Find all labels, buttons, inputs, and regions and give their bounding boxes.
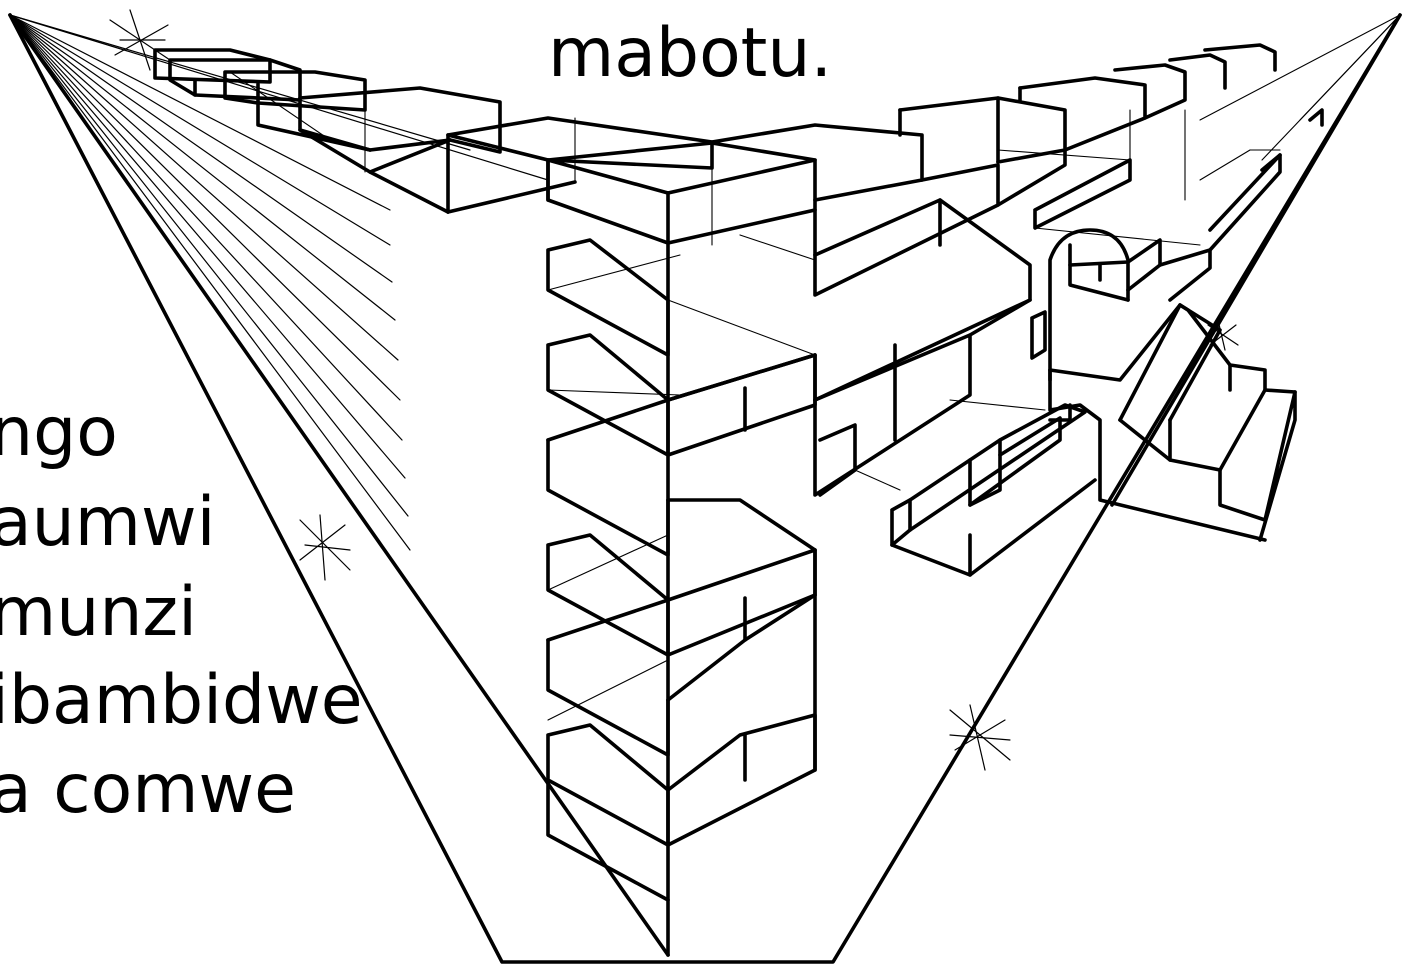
- text-line-5: a comwe: [0, 750, 296, 829]
- text-line-4: ibambidwe: [0, 661, 363, 740]
- right-building: [813, 43, 1324, 497]
- low-walls: [854, 399, 1097, 577]
- vanishing-rays-right: [1199, 14, 1401, 301]
- text-line-3: munzi: [0, 573, 197, 652]
- title-text: mabotu.: [548, 14, 832, 93]
- vanishing-point-star-icon: [949, 704, 1011, 771]
- central-building: [546, 123, 924, 957]
- staircase: [1048, 303, 1297, 542]
- vanishing-point-star-icon: [299, 514, 351, 581]
- vanishing-point-star-icon: [109, 9, 171, 71]
- outer-frame: [8, 13, 1402, 964]
- vanishing-point-star-icon: [1207, 319, 1239, 351]
- text-line-2: aumwi: [0, 483, 216, 562]
- text-line-1: ngo: [0, 393, 118, 472]
